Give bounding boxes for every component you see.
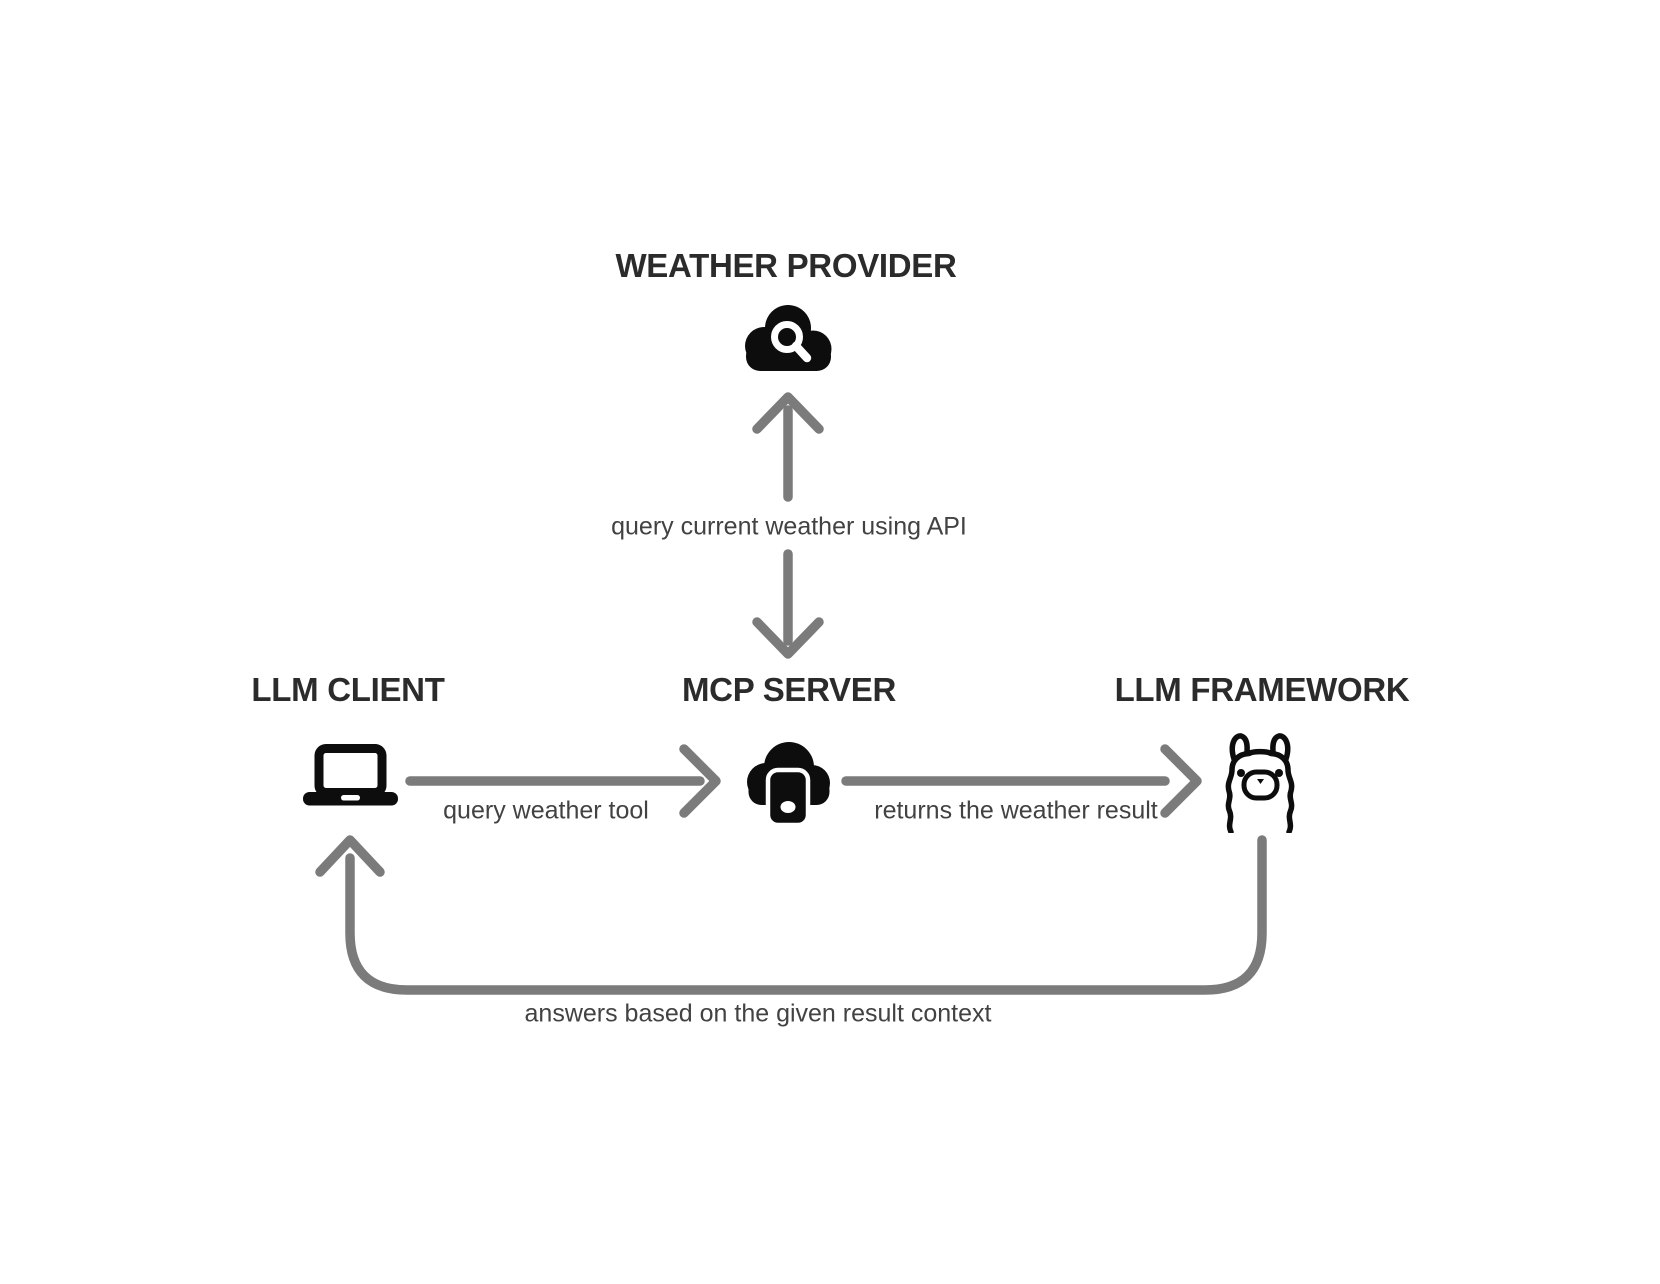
arrow-down-to-mcp	[752, 549, 824, 659]
cloud-search-icon	[745, 305, 832, 371]
edge-label-answers-context: answers based on the given result contex…	[524, 999, 992, 1028]
edge-label-returns-weather-result: returns the weather result	[874, 796, 1158, 825]
mcp-server-title: MCP SERVER	[681, 671, 897, 708]
llama-icon	[1225, 733, 1295, 833]
edge-label-query-current-weather: query current weather using API	[611, 512, 967, 541]
arrow-client-to-mcp	[405, 744, 721, 818]
llm-client-title: LLM CLIENT	[251, 671, 445, 708]
arrow-mcp-to-framework	[841, 744, 1202, 818]
arrow-framework-to-client-loop	[315, 835, 1267, 995]
laptop-icon	[303, 744, 398, 806]
llm-framework-title: LLM FRAMEWORK	[1114, 671, 1410, 708]
arrow-up-mcp-to-weather	[752, 392, 824, 502]
cloud-mobile-icon	[747, 742, 830, 827]
weather-provider-title: WEATHER PROVIDER	[615, 247, 957, 284]
edge-label-query-weather-tool: query weather tool	[443, 796, 649, 825]
